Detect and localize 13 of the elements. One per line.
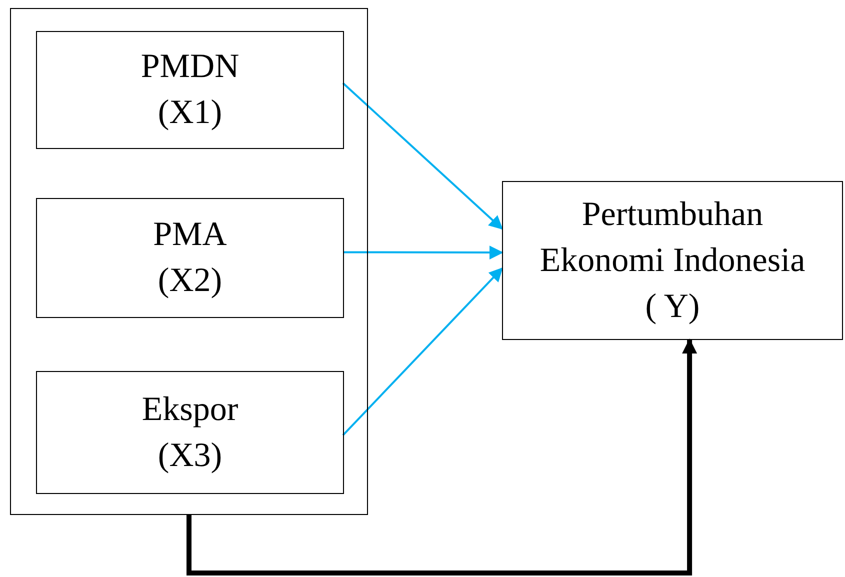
arrow [342,267,503,436]
arrow [186,338,698,576]
arrow [343,246,504,260]
node-label: Pertumbuhan Ekonomi Indonesia ( Y) [538,194,806,326]
node-label: PMA (X2) [152,215,228,301]
text-box [36,31,344,149]
node-label: Ekspor (X3) [140,390,240,476]
text-box [36,371,344,494]
container-box [10,8,368,515]
text-box [36,198,344,318]
node-label: PMDN (X1) [140,47,240,133]
text-box [502,181,843,340]
arrow [342,82,504,230]
